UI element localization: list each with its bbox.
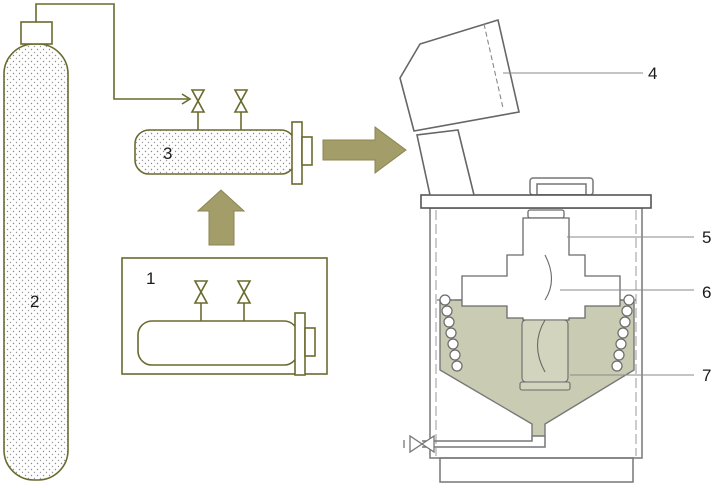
- dewar-base: [439, 457, 634, 483]
- lid-support-post: [416, 129, 476, 196]
- gas-cylinder: 2: [3, 21, 69, 481]
- gas-line-arrowhead: [181, 93, 192, 105]
- flow-arrow-icon: [322, 126, 407, 174]
- valve-icon: [236, 280, 252, 304]
- callout-5: 5: [702, 228, 711, 247]
- vessel-1-flange: [294, 312, 306, 376]
- flow-arrow-icon: [196, 189, 246, 246]
- dewar-lid: [420, 194, 652, 209]
- valve-icon: [193, 280, 209, 304]
- filled-vessel: 3: [134, 89, 313, 185]
- cooling-coil: [439, 294, 635, 372]
- sample-holder: [461, 209, 621, 321]
- vessel-3-flange: [291, 121, 303, 185]
- callouts: 4 5 6 7: [503, 64, 711, 385]
- valve-icon: [190, 89, 206, 113]
- preparation-label: 1: [146, 269, 155, 288]
- dewar-container: [399, 18, 652, 483]
- callout-6: 6: [702, 283, 711, 302]
- callout-4: 4: [648, 64, 657, 83]
- vessel-3-label: 3: [163, 144, 172, 163]
- drain-valve-icon: [409, 434, 435, 454]
- cylinder-body: [3, 43, 69, 481]
- vessel-3-cap: [301, 136, 313, 166]
- cylinder-label: 2: [30, 292, 39, 311]
- callout-7: 7: [702, 366, 711, 385]
- vessel-3-body: [134, 129, 296, 175]
- cylinder-valve-cap: [20, 21, 53, 45]
- gas-line: [35, 3, 188, 100]
- preparation-station: 1: [121, 257, 328, 376]
- valve-icon: [233, 89, 249, 113]
- tilted-container: [399, 18, 520, 132]
- vessel-1-body: [137, 320, 299, 366]
- handle-icon: [529, 177, 594, 196]
- vessel-1-cap: [304, 327, 316, 357]
